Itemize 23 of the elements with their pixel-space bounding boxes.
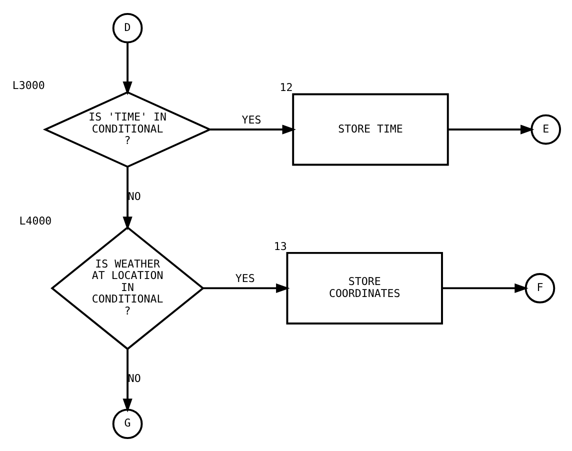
node-circle: G: [112, 408, 143, 439]
node-circle: F: [524, 272, 556, 303]
arrow: [122, 42, 132, 95]
edge-label: NO: [128, 372, 141, 385]
node-circle: D: [112, 12, 143, 43]
node-box: STORE COORDINATES: [286, 251, 443, 324]
node-label: L3000: [12, 78, 45, 92]
node-circle: E: [530, 114, 562, 144]
arrow: [210, 124, 296, 134]
node-box: STORE TIME: [292, 92, 449, 166]
edge-label: NO: [128, 189, 141, 202]
edge-label: YES: [235, 272, 255, 285]
arrow: [122, 166, 132, 230]
node-diamond: IS WEATHER AT LOCATION IN CONDITIONAL ?: [50, 226, 205, 350]
edge-label: YES: [242, 112, 262, 126]
arrow: [448, 124, 534, 134]
arrow: [122, 348, 132, 412]
node-label: 12: [280, 80, 293, 94]
node-diamond: IS 'TIME' IN CONDITIONAL ?: [42, 90, 212, 168]
node-label: L4000: [19, 214, 52, 227]
arrow: [203, 282, 290, 293]
arrow: [442, 282, 528, 293]
node-label: 13: [274, 239, 287, 252]
